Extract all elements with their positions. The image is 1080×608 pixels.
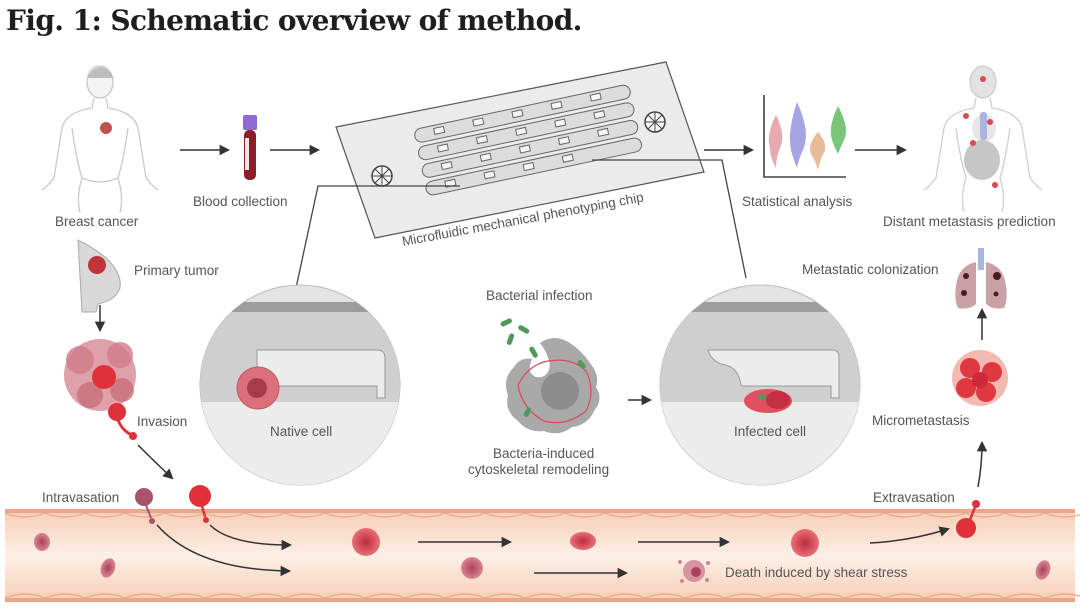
arrow — [137, 444, 174, 480]
blood-vessel — [4, 509, 1080, 602]
label-native-cell: Native cell — [270, 424, 332, 439]
arrow — [156, 524, 292, 577]
label-death-shear-stress: Death induced by shear stress — [725, 565, 908, 580]
label-metastatic-colonization: Metastatic colonization — [802, 262, 939, 277]
infected-cell-zoom — [659, 284, 861, 486]
label-bacteria-induced-line1: Bacteria-induced — [493, 446, 594, 461]
zoom-leader-line — [295, 185, 460, 289]
infected-cell-remodeling-icon — [506, 338, 600, 434]
native-cell-zoom — [199, 284, 401, 486]
blood-cells — [34, 500, 1051, 583]
label-invasion: Invasion — [137, 414, 187, 429]
bacteria-icon — [500, 318, 538, 358]
label-distant-metastasis: Distant metastasis prediction — [883, 214, 1056, 229]
dead-cell-icon — [678, 560, 710, 583]
label-primary-tumor: Primary tumor — [134, 263, 219, 278]
arrow — [869, 526, 951, 544]
label-extravasation: Extravasation — [873, 490, 955, 505]
label-intravasation: Intravasation — [42, 490, 119, 505]
blood-tube-icon — [243, 115, 257, 180]
label-bacterial-infection: Bacterial infection — [486, 288, 593, 303]
label-blood-collection: Blood collection — [193, 194, 288, 209]
extravasating-cell-icon — [956, 500, 980, 538]
micrometastasis-icon — [952, 350, 1008, 406]
label-micrometastasis: Micrometastasis — [872, 413, 970, 428]
figure-title: Fig. 1: Schematic overview of method. — [6, 4, 582, 37]
zoom-leader-line — [592, 159, 747, 279]
arrow — [209, 524, 293, 551]
microfluidic-chip — [335, 61, 705, 239]
label-bacteria-induced-line2: cytoskeletal remodeling — [468, 462, 609, 477]
lungs-icon — [955, 248, 1007, 309]
label-breast-cancer: Breast cancer — [55, 214, 139, 229]
label-statistical-analysis: Statistical analysis — [742, 194, 853, 209]
tumor-cluster-icon — [64, 339, 137, 440]
violin-plot-icon — [763, 95, 846, 178]
woman-breast-cancer-icon — [41, 65, 159, 213]
breast-tumor-icon — [77, 239, 121, 313]
arrow — [976, 440, 988, 488]
intravasating-cell-icon — [135, 485, 211, 524]
woman-metastasis-icon — [923, 65, 1043, 213]
label-infected-cell: Infected cell — [734, 424, 806, 439]
